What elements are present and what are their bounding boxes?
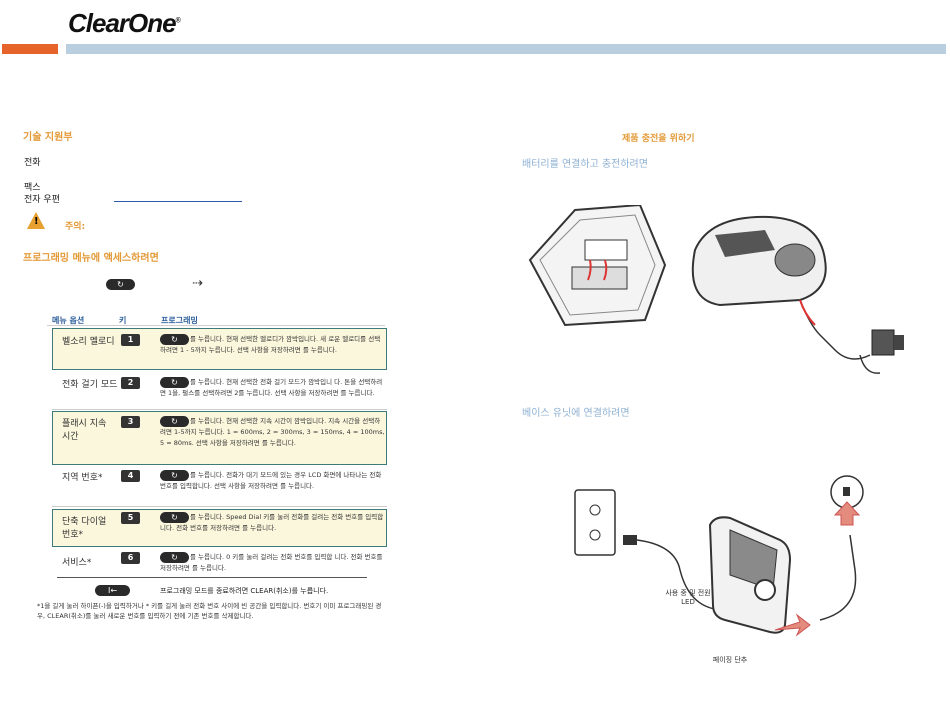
menu-key-icon: ↻ <box>160 334 189 345</box>
footnote: *1을 길게 눌러 하이픈(-)을 입력하거나 * 키를 길게 눌러 전화 번호… <box>37 602 382 620</box>
key-4: 4 <box>121 470 140 482</box>
table-end-divider <box>57 577 367 578</box>
row-name: 벨소리 멜로디 <box>62 337 115 347</box>
menu-key-icon: ↻ <box>160 512 189 523</box>
phone-label: 전화 <box>24 158 41 168</box>
clearone-logo: ClearOne® <box>68 8 181 38</box>
table-row <box>52 328 387 370</box>
key-1: 1 <box>121 334 140 346</box>
row-description: 를 누릅니다. 0 키를 눌러 걸려는 전화 번호를 입력합 니다. 전화 번호… <box>160 553 383 572</box>
led-caption: 사용 중 및 전원 LED <box>665 589 711 606</box>
table-header-divider <box>47 325 385 326</box>
tech-support-title: 기술 지원부 <box>23 132 73 143</box>
programming-title: 프로그래밍 메뉴에 액세스하려면 <box>23 253 159 264</box>
menu-key-icon: ↻ <box>160 552 189 563</box>
row-name: 전화 걸기 모드 <box>62 380 118 390</box>
table-row <box>52 372 387 410</box>
jack-caption: 페이징 단추 <box>712 656 748 664</box>
table-row <box>52 509 387 547</box>
key-3: 3 <box>121 416 140 428</box>
clear-key-icon: I← <box>95 585 130 596</box>
row-name: 지역 번호* <box>62 473 103 483</box>
menu-key-icon: ↻ <box>106 279 135 290</box>
row-description: 를 누릅니다. 현재 선택한 전화 걸기 모드가 깜박입니 다. 톤을 선택하려… <box>160 378 383 397</box>
menu-key-icon: ↻ <box>160 470 189 481</box>
table-header-key: 키 <box>119 316 127 325</box>
row-name: 서비스* <box>62 558 92 568</box>
header-accent-bar <box>2 44 58 54</box>
battery-illustration <box>528 205 904 374</box>
key-2: 2 <box>121 377 140 389</box>
key-6: 6 <box>121 552 140 564</box>
battery-title: 배터리를 연결하고 충전하려면 <box>522 159 648 170</box>
end-instruction: 프로그래밍 모드를 종료하려면 CLEAR(취소)를 누릅니다. <box>160 587 329 595</box>
base-unit-illustration <box>574 475 864 637</box>
base-title: 베이스 유닛에 연결하려면 <box>522 408 630 419</box>
row-description: 를 누릅니다. 현재 선택한 지속 시간이 깜박입니다. 지속 시간을 선택하려… <box>160 417 385 447</box>
table-header-option: 메뉴 옵션 <box>52 316 85 325</box>
arrow-right-icon: ⇢ <box>192 276 203 291</box>
menu-key-icon: ↻ <box>160 416 189 427</box>
row-name: 플래시 지속 시간 <box>62 419 107 442</box>
key-5: 5 <box>121 512 140 524</box>
email-label: 전자 우편 <box>24 195 60 205</box>
caution-label: 주의: <box>65 222 86 232</box>
right-section-title: 제품 충전을 위하기 <box>622 134 695 144</box>
row-description: 를 누릅니다. Speed Dial 키를 눌러 전화를 걸려는 전화 번호를 … <box>160 513 384 532</box>
table-header-programming: 프로그래밍 <box>161 316 198 325</box>
fax-label: 팩스 <box>24 183 41 193</box>
table-row <box>52 467 387 507</box>
menu-key-icon: ↻ <box>160 377 189 388</box>
table-row <box>52 411 387 465</box>
row-name: 단축 다이얼 번호* <box>62 517 107 540</box>
email-link[interactable] <box>114 201 242 202</box>
row-description: 를 누릅니다. 현재 선택한 멜로디가 깜박입니다. 새 로운 멜로디를 선택하… <box>160 335 381 354</box>
header-bar <box>66 44 946 54</box>
row-description: 를 누릅니다. 전화가 대기 모드에 있는 경우 LCD 화면에 나타나는 전화… <box>160 471 382 490</box>
warning-icon: ! <box>27 212 45 229</box>
